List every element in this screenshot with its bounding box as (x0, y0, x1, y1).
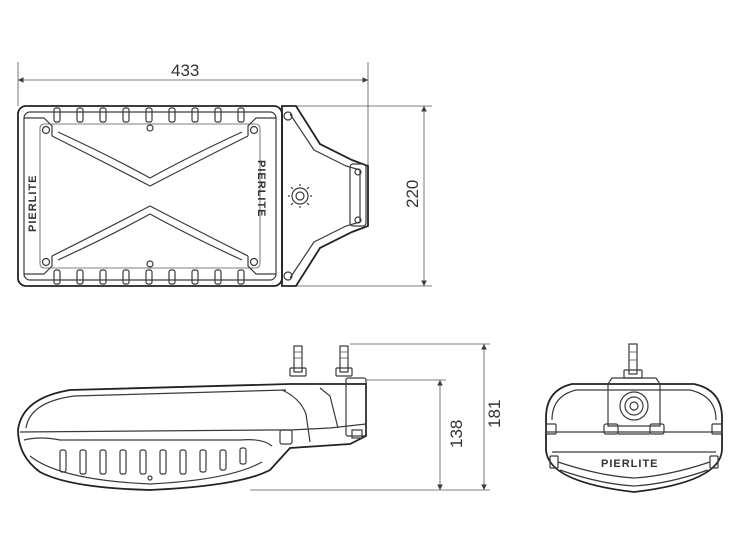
top-view: 433 220 (17, 61, 432, 287)
dimension-height-body: 138 (250, 379, 490, 491)
dimension-length-label: 433 (171, 61, 199, 80)
mounting-bracket-top (281, 105, 369, 287)
dimension-height-body-label: 138 (447, 420, 466, 448)
housing-side (17, 377, 367, 491)
housing-front (545, 377, 723, 493)
dimension-width: 220 (290, 105, 432, 287)
side-view: 138 181 (17, 343, 504, 491)
dimension-width-label: 220 (403, 180, 422, 208)
front-view: PIERLITE (545, 343, 723, 493)
mount-bolts-side (289, 345, 353, 377)
brand-label-left: PIERLITE (27, 174, 39, 232)
dimension-height-total-label: 181 (485, 400, 504, 428)
brand-label-front: PIERLITE (601, 458, 659, 470)
brand-label-right: PIERLITE (255, 160, 267, 218)
dimension-length: 433 (17, 61, 369, 200)
housing-top (17, 105, 283, 287)
dimension-height-total: 181 (350, 343, 504, 490)
